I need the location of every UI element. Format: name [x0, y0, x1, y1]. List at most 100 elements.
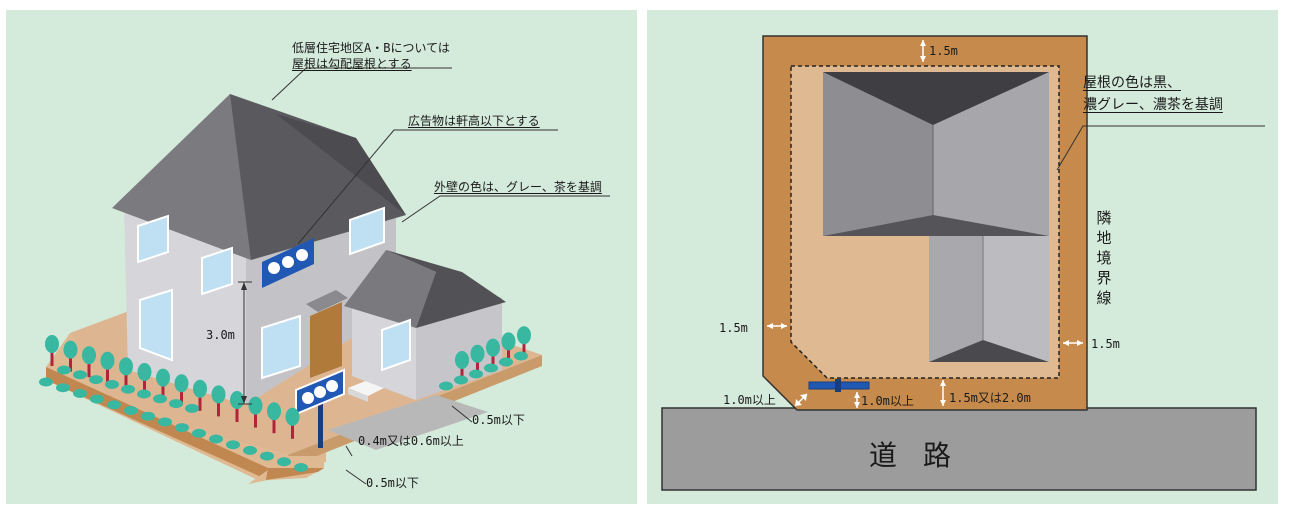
hedge-tree [517, 326, 531, 358]
hedge-shrub [192, 428, 206, 438]
hedge-tree [119, 357, 133, 389]
wall-sign-circle [282, 256, 294, 268]
wall-callout-leader [401, 195, 610, 223]
setback-lower-label: 0.5m以下 [366, 476, 419, 490]
boundary-label-char: 界 [1096, 269, 1112, 287]
hedge-shrub [260, 451, 274, 461]
hedge-shrub [499, 357, 513, 367]
hedge-dim-line [345, 445, 353, 457]
annex-roof-right [386, 250, 506, 328]
roof-main-left [823, 72, 933, 236]
hedge-shrub [294, 463, 308, 472]
hedge-tree [156, 368, 170, 400]
window-annex [381, 318, 411, 372]
setback-dim-lower [345, 469, 367, 485]
house-perspective-panel: 低層住宅地区A・Bについては 屋根は勾配屋根とする 広告物は軒高以下とする 外壁… [6, 10, 637, 504]
adjacent-boundary-label: 隣地境界線 [1096, 208, 1112, 308]
hedge-shrub [89, 375, 103, 385]
hedge-tree [211, 385, 226, 417]
dim-gate-label: 1.0m以上 [861, 394, 914, 408]
hedge-shrub [57, 365, 71, 375]
roof-color-line1: 屋根の色は黒、 [1083, 75, 1181, 91]
hedge-tree [501, 332, 516, 364]
hedge-tree [285, 407, 300, 439]
dim-front-label: 1.5m又は2.0m [949, 391, 1031, 405]
hedge-tree [193, 379, 207, 411]
boundary-label-char: 隣 [1096, 209, 1112, 227]
hedge-shrub [107, 400, 121, 410]
window-lower-left [139, 288, 173, 362]
front-door [310, 302, 342, 378]
entrance-steps-side [348, 388, 368, 402]
hedge-shrub [73, 370, 87, 380]
hedge-tree [137, 363, 152, 394]
hedge-shrub [484, 363, 498, 373]
pole-sign-circle [326, 380, 338, 392]
roof-wing-bottom [929, 340, 1049, 362]
roof-wing-inner [983, 236, 1049, 362]
hedge-shrub [243, 445, 257, 455]
setback-dim-upper [451, 405, 473, 423]
hedge-tree [486, 338, 500, 370]
hedge-shrubs [39, 351, 528, 472]
roof-main-bottom [823, 215, 1049, 236]
sign-callout-leader [297, 129, 558, 245]
hedge-shrub [226, 440, 240, 450]
hedge-tree [82, 346, 96, 378]
hedge-shrub [90, 394, 104, 404]
hedge-tree [455, 351, 469, 382]
hedge-shrub [137, 389, 151, 399]
hedge-tree [45, 335, 59, 366]
site-plan [661, 35, 1265, 491]
hedge-shrub [121, 384, 135, 394]
hedge-shrub [169, 399, 183, 409]
window-upper-right [349, 206, 385, 256]
hedge-shrub [158, 417, 172, 427]
site-plan-panel: 屋根の色は黒、 濃グレー、濃茶を基調 隣地境界線 1.5m 1.5m 1.5m … [647, 10, 1278, 504]
house-illustration [39, 67, 610, 485]
wall-callout: 外壁の色は、グレー、茶を基調 [434, 180, 602, 194]
boundary-label-char: 地 [1096, 229, 1112, 247]
dim-right-label: 1.5m [1091, 337, 1120, 351]
roof-callout-leader [271, 67, 452, 101]
hedge-shrub [153, 394, 167, 404]
lot-left-front [46, 367, 268, 480]
dim-left-label: 1.5m [719, 321, 748, 335]
hedge-tree [100, 351, 115, 383]
hedge-shrub [514, 351, 528, 361]
lot-step-side [266, 468, 324, 480]
hedge-tree [248, 396, 263, 428]
hedge-shrub [277, 457, 291, 467]
wall-sign-circle [296, 249, 308, 261]
main-roof-left [112, 94, 276, 260]
hedge-shrub [39, 377, 53, 387]
hedge-trees [45, 326, 531, 439]
boundary-label-char: 線 [1096, 289, 1112, 307]
hedge-shrub [105, 379, 119, 389]
road [661, 407, 1257, 491]
boundary-label-char: 境 [1096, 249, 1112, 267]
window-upper-mid [201, 246, 233, 296]
roof-callout-line1: 低層住宅地区A・Bについては [292, 41, 450, 55]
hedge-shrub [73, 388, 87, 398]
hedge-shrub [439, 381, 453, 391]
annex-roof-left [344, 250, 436, 328]
pole-sign-circle [302, 392, 314, 404]
sign-callout: 広告物は軒高以下とする [408, 114, 540, 128]
wall-sign-circle [268, 262, 280, 274]
setback-upper-label: 0.5m以下 [472, 413, 525, 427]
dim-corner-label: 1.0m以上 [723, 393, 776, 407]
hedge-shrub [175, 423, 189, 433]
sign-pole [318, 388, 323, 448]
roof-main-top [823, 72, 1049, 125]
dim-top-label: 1.5m [929, 44, 958, 58]
hedge-shrub [469, 369, 483, 379]
hedge-shrub [124, 406, 138, 415]
road-label: 道路 [869, 439, 978, 472]
main-roof-right [276, 114, 406, 215]
hedge-shrub [141, 411, 155, 421]
hedge-shrub [185, 403, 199, 413]
hedge-width-label: 0.4m又は0.6m以上 [358, 434, 464, 448]
window-upper-left [137, 214, 169, 264]
